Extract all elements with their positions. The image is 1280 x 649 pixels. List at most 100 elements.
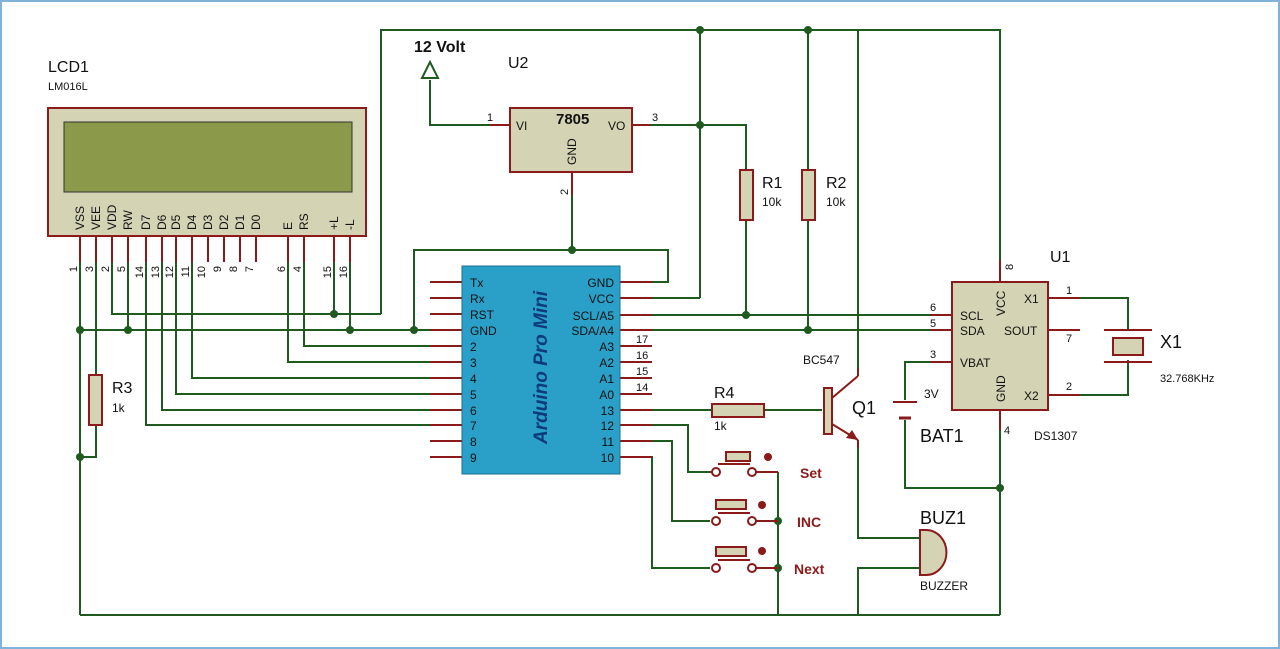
buzzer-ref: BUZ1	[920, 508, 966, 528]
button-inc[interactable]: INC	[711, 499, 821, 530]
rtc-ds1307: U1 DS1307 SCL SDA VBAT X1 SOUT X2 VCC GN…	[930, 249, 1080, 443]
rtc-vbat-label: VBAT	[960, 356, 991, 370]
lcd-pin-name: D4	[185, 214, 199, 230]
wires	[79, 29, 1129, 616]
power-label: 12 Volt	[414, 39, 466, 56]
r1-ref: R1	[762, 175, 783, 192]
rtc-ref: U1	[1050, 249, 1071, 266]
lcd-pin-number: 7	[244, 266, 256, 272]
arduino-right-pin: SDA/A4	[571, 324, 614, 338]
lcd-pin-name: D6	[155, 214, 169, 230]
arduino-left-pin: 5	[470, 388, 477, 402]
lcd-pin-number: 10	[196, 266, 208, 278]
arduino-left-pin: 4	[470, 372, 477, 386]
r2-ref: R2	[826, 175, 847, 192]
lcd-pin-number: 13	[150, 266, 162, 278]
rtc-pin-3: 3	[930, 349, 936, 361]
r3-value: 1k	[112, 401, 126, 415]
r2-value: 10k	[826, 195, 846, 209]
arduino-left-pin: Rx	[470, 292, 485, 306]
arduino-right-pin: A0	[599, 388, 614, 402]
lcd-pin-number: 3	[84, 266, 96, 272]
lcd-pin-number: 16	[338, 266, 350, 278]
lcd-pin-name: D2	[217, 214, 231, 230]
lcd-pin-number: 4	[292, 266, 304, 272]
lcd-ref: LCD1	[48, 59, 89, 76]
resistor-r3: R3 1k	[88, 374, 133, 426]
lcd-pin-name: VSS	[73, 206, 87, 230]
button-next[interactable]: Next	[711, 546, 825, 577]
rtc-sout-label: SOUT	[1004, 324, 1038, 338]
lcd-pin-name: -L	[343, 219, 357, 230]
lcd-pin-number: 5	[116, 266, 128, 272]
arduino-right-pin: A2	[599, 356, 614, 370]
arduino-left-pin: Tx	[470, 276, 483, 290]
lcd-pin-number: 2	[100, 266, 112, 272]
lcd-pin-number: 12	[164, 266, 176, 278]
arduino-right-pin: SCL/A5	[573, 309, 615, 323]
rtc-sda-label: SDA	[960, 324, 985, 338]
regulator-pin-1: 1	[487, 112, 493, 124]
transistor-part: BC547	[803, 353, 840, 367]
resistor-r4: R4 1k	[711, 385, 765, 433]
lcd-pin-name: D0	[249, 214, 263, 230]
r3-ref: R3	[112, 380, 133, 397]
rtc-pin-8: 8	[1004, 264, 1016, 270]
arduino-right-num: 17	[636, 334, 648, 346]
regulator-ref: U2	[508, 55, 529, 72]
resistor-r2: R2 10k	[801, 169, 847, 221]
lcd-pin-name: D3	[201, 214, 215, 230]
crystal-value: 32.768KHz	[1160, 373, 1214, 385]
arduino-right-pin: 13	[601, 404, 615, 418]
arduino-left-pin: 8	[470, 435, 477, 449]
lcd-pin-name: VEE	[89, 206, 103, 230]
rtc-pin-7: 7	[1066, 333, 1072, 345]
button-set-label: Set	[800, 465, 822, 481]
lcd-pin-number: 6	[276, 266, 288, 272]
arduino-left-pin: 6	[470, 404, 477, 418]
arduino-right-num: 15	[636, 366, 648, 378]
regulator-gnd-label: GND	[565, 138, 579, 165]
lcd-pin-name: RS	[297, 213, 311, 230]
crystal-ref: X1	[1160, 332, 1182, 352]
rtc-pin-2: 2	[1066, 381, 1072, 393]
button-set[interactable]: Set	[710, 451, 822, 481]
arduino-right-pin: 11	[602, 435, 615, 449]
regulator-part: 7805	[556, 111, 589, 128]
lcd-pin-number: 1	[68, 266, 80, 272]
lcd-screen	[63, 121, 353, 193]
lcd-pin-name: VDD	[105, 204, 119, 230]
rtc-pin-1: 1	[1066, 285, 1072, 297]
buzzer-part: BUZZER	[920, 579, 968, 593]
arduino-right-num: 14	[636, 382, 648, 394]
arduino-left-pin: RST	[470, 308, 495, 322]
power-source-12v: 12 Volt	[414, 39, 466, 79]
regulator-pin-2: 2	[559, 189, 571, 195]
arduino-right-pin: 10	[601, 451, 615, 465]
rtc-part: DS1307	[1034, 429, 1078, 443]
lcd-pin-number: 14	[134, 266, 146, 278]
lcd-pin-name: D7	[139, 214, 153, 230]
arduino-left-pin: 9	[470, 451, 477, 465]
crystal-x1: X1 32.768KHz	[1104, 329, 1214, 385]
rtc-pin-5: 5	[930, 318, 936, 330]
rtc-vcc-label: VCC	[994, 290, 1008, 316]
lcd-pin-number: 15	[322, 266, 334, 278]
battery-value: 3V	[924, 387, 939, 401]
lcd-pin-name: E	[281, 222, 295, 230]
button-inc-label: INC	[797, 514, 821, 530]
regulator-vi-label: VI	[516, 119, 527, 133]
lcd-pin-name: D5	[169, 214, 183, 230]
r4-value: 1k	[714, 419, 728, 433]
r1-value: 10k	[762, 195, 782, 209]
arduino-right-pin: 12	[601, 419, 615, 433]
transistor-ref: Q1	[852, 398, 876, 418]
lcd-pin-number: 8	[228, 266, 240, 272]
arduino-right-num: 16	[636, 350, 648, 362]
arduino-left-pin: 2	[470, 340, 477, 354]
lcd-part: LM016L	[48, 81, 88, 93]
r4-ref: R4	[714, 385, 735, 402]
lcd-display: LCD1 LM016L VSS VEE VDD RW D7	[47, 59, 367, 278]
arduino-right-pin: VCC	[589, 292, 615, 306]
